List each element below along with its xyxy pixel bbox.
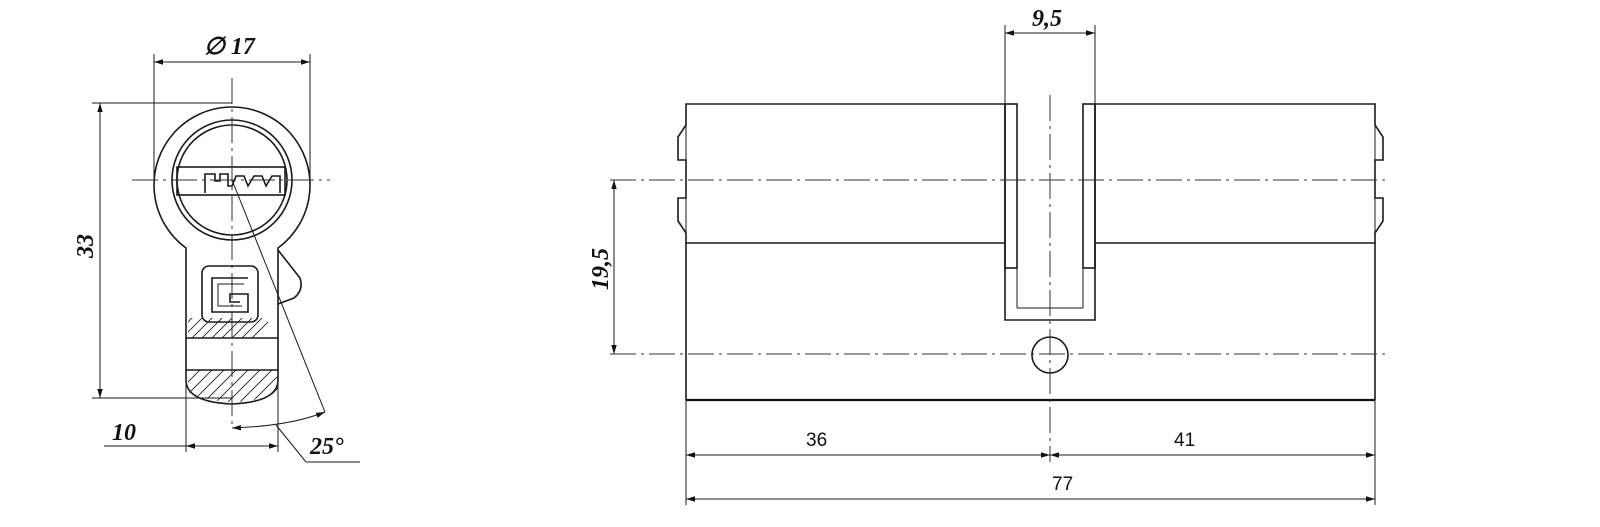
- left-length-label: 36: [806, 430, 827, 451]
- right-length-label: 41: [1174, 430, 1195, 451]
- cam-slot-left: [1004, 103, 1018, 269]
- left-plug-body: [677, 103, 1005, 244]
- key-profile: [204, 173, 281, 193]
- axis-offset-label: 19,5: [588, 248, 614, 290]
- diameter-label: ∅ 17: [204, 34, 256, 60]
- right-plug-body: [1095, 103, 1384, 244]
- angle-leader: [275, 424, 307, 463]
- hatch-section-lower: [188, 370, 278, 402]
- angle-label: 25°: [309, 434, 344, 460]
- key-slot: [176, 166, 286, 196]
- height-label: 33: [73, 234, 99, 259]
- hatch-section-upper: [188, 318, 268, 338]
- cam-width-label: 9,5: [1032, 6, 1062, 32]
- total-length-label: 77: [1052, 474, 1073, 495]
- end-view: ∅ 17 33 10 25°: [73, 34, 360, 463]
- g-logo-icon: [201, 265, 259, 323]
- side-view: 9,5 19,5 36 41 77: [588, 6, 1385, 505]
- dim-arc-angle: [231, 411, 326, 431]
- cam-lever: [277, 249, 302, 305]
- end-profile-outline: [153, 106, 311, 405]
- angle-ray: [231, 179, 326, 413]
- cam-slot-right: [1082, 103, 1096, 269]
- width-label: 10: [112, 420, 136, 446]
